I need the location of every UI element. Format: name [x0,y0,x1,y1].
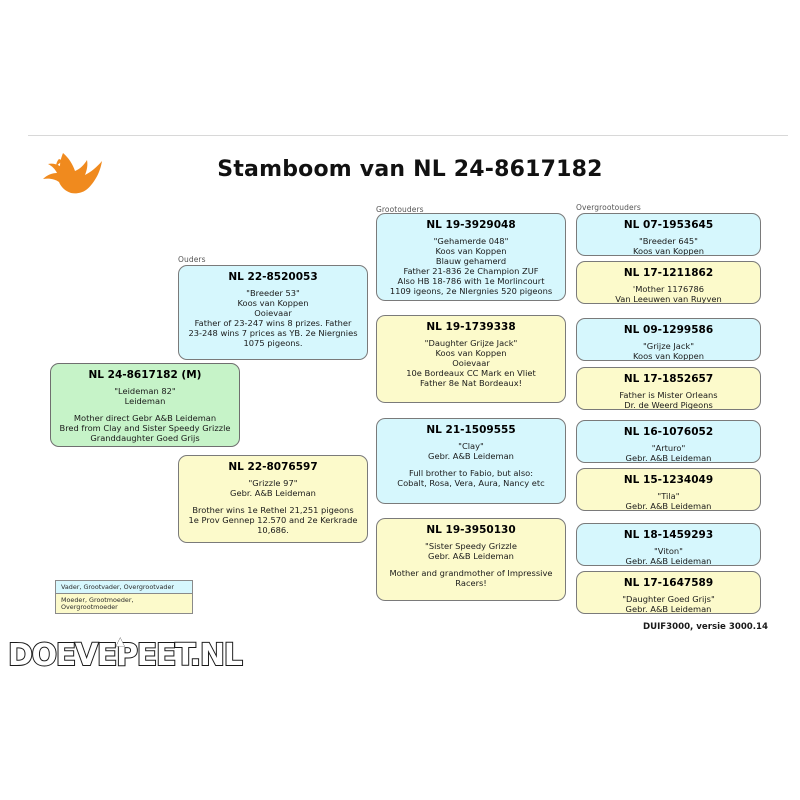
grandparent-2-line-1: Koos van Koppen [435,347,507,358]
grandparent-4-note-0: Mother and grandmother of Impressive [389,568,553,579]
greatgrandparent-7-line-0: "Viton" [653,545,684,556]
grandparent-4-note-1: Racers! [455,578,487,589]
pedigree-box-subject[interactable]: NL 24-8617182 (M) "Leideman 82" Leideman… [50,363,240,447]
mother-line-1: Gebr. A&B Leideman [230,487,316,498]
grandparent-1-line-2: Blauw gehamerd [435,256,507,267]
grandparent-3-id: NL 21-1509555 [426,424,516,436]
pedigree-box-grandparent-1[interactable]: NL 19-3929048 "Gehamerde 048" Koos van K… [376,213,566,301]
grandparent-1-id: NL 19-3929048 [426,219,516,231]
grandparent-3-line-0: "Clay" [458,440,484,451]
mother-note-2: 10,686. [257,525,289,536]
grandparent-2-line-0: "Daughter Grijze Jack" [424,337,518,348]
pedigree-box-father[interactable]: NL 22-8520053 "Breeder 53" Koos van Kopp… [178,265,368,360]
greatgrandparent-2-line-1: Van Leeuwen van Ruyven [615,293,722,304]
grandparent-2-id: NL 19-1739338 [426,321,516,333]
pedigree-box-greatgrandparent-3[interactable]: NL 09-1299586 "Grijze Jack" Koos van Kop… [576,318,761,361]
mother-line-0: "Grizzle 97" [248,477,298,488]
pedigree-box-greatgrandparent-6[interactable]: NL 15-1234049 "Tila" Gebr. A&B Leideman [576,468,761,511]
legend-male-label: Vader, Grootvader, Overgrootvader [56,581,192,595]
greatgrandparent-1-id: NL 07-1953645 [623,219,714,231]
legend: Vader, Grootvader, Overgrootvader Moeder… [55,580,193,615]
pedigree-box-greatgrandparent-4[interactable]: NL 17-1852657 Father is Mister Orleans D… [576,367,761,410]
pedigree-box-greatgrandparent-8[interactable]: NL 17-1647589 "Daughter Goed Grijs" Gebr… [576,571,761,614]
mother-note-1: 1e Prov Gennep 12.570 and 2e Kerkrade [188,515,358,526]
flying-pigeon-icon [30,145,108,201]
top-divider [28,135,788,136]
grandparent-1-note-0: Father 21-836 2e Champion ZUF [403,266,539,277]
grandparent-2-note-0: 10e Bordeaux CC Mark en Vliet [406,368,536,379]
greatgrandparent-7-id: NL 18-1459293 [623,529,714,541]
pedigree-box-grandparent-2[interactable]: NL 19-1739338 "Daughter Grijze Jack" Koo… [376,315,566,403]
pedigree-sheet: Stamboom van NL 24-8617182 Ouders Grooto… [0,135,800,645]
mother-id: NL 22-8076597 [228,461,318,473]
greatgrandparent-1-line-1: Koos van Koppen [632,245,705,256]
mother-note-0: Brother wins 1e Rethel 21,251 pigeons [192,505,354,516]
grandparent-2-note-1: Father 8e Nat Bordeaux! [420,378,522,389]
father-note-2: 1075 pigeons. [243,338,303,349]
subject-line-1: Leideman [124,395,166,406]
greatgrandparent-6-id: NL 15-1234049 [623,474,714,486]
pedigree-box-greatgrandparent-1[interactable]: NL 07-1953645 "Breeder 645" Koos van Kop… [576,213,761,256]
greatgrandparent-7-line-1: Gebr. A&B Leideman [625,555,712,566]
grandparent-4-line-1: Gebr. A&B Leideman [428,550,514,561]
father-line-2: Ooievaar [254,308,292,319]
greatgrandparent-1-line-0: "Breeder 645" [638,235,699,246]
grandparent-2-line-2: Ooievaar [452,358,490,369]
pedigree-box-greatgrandparent-7[interactable]: NL 18-1459293 "Viton" Gebr. A&B Leideman [576,523,761,566]
caption-overgrootouders: Overgrootouders [576,203,641,212]
father-note-0: Father of 23-247 wins 8 prizes. Father [194,318,352,329]
greatgrandparent-2-id: NL 17-1211862 [623,267,714,279]
greatgrandparent-8-line-1: Gebr. A&B Leideman [625,603,712,614]
greatgrandparent-3-line-1: Koos van Koppen [632,350,705,361]
subject-line-0: "Leideman 82" [114,385,176,396]
watermark-bird-icon: ▲ [116,635,125,649]
pedigree-box-grandparent-4[interactable]: NL 19-3950130 "Sister Speedy Grizzle Geb… [376,518,566,601]
greatgrandparent-6-line-0: "Tila" [657,490,680,501]
grandparent-1-line-0: "Gehamerde 048" [433,235,509,246]
father-line-1: Koos van Koppen [237,297,309,308]
grandparent-4-id: NL 19-3950130 [426,524,516,536]
pedigree-box-grandparent-3[interactable]: NL 21-1509555 "Clay" Gebr. A&B Leideman … [376,418,566,504]
grandparent-3-line-1: Gebr. A&B Leideman [428,450,514,461]
grandparent-1-note-1: Also HB 18-786 with 1e Morlincourt [397,276,545,287]
subject-note-1: Bred from Clay and Sister Speedy Grizzle [59,423,231,434]
greatgrandparent-5-id: NL 16-1076052 [623,426,714,438]
greatgrandparent-5-line-0: "Arturo" [651,442,686,453]
greatgrandparent-4-line-0: Father is Mister Orleans [619,389,718,400]
pedigree-box-mother[interactable]: NL 22-8076597 "Grizzle 97" Gebr. A&B Lei… [178,455,368,543]
caption-ouders: Ouders [178,255,206,264]
greatgrandparent-6-line-1: Gebr. A&B Leideman [625,500,712,511]
greatgrandparent-8-id: NL 17-1647589 [623,577,714,589]
greatgrandparent-8-line-0: "Daughter Goed Grijs" [622,593,715,604]
subject-note-2: Granddaughter Goed Grijs [90,433,200,444]
greatgrandparent-4-id: NL 17-1852657 [623,373,714,385]
greatgrandparent-3-line-0: "Grijze Jack" [642,340,695,351]
pedigree-box-greatgrandparent-5[interactable]: NL 16-1076052 "Arturo" Gebr. A&B Leidema… [576,420,761,463]
greatgrandparent-4-line-1: Dr. de Weerd Pigeons [624,399,713,410]
page-title: Stamboom van NL 24-8617182 [217,157,603,182]
greatgrandparent-3-id: NL 09-1299586 [623,324,714,336]
father-id: NL 22-8520053 [228,271,318,283]
grandparent-1-line-1: Koos van Koppen [435,245,507,256]
pedigree-box-greatgrandparent-2[interactable]: NL 17-1211862 'Mother 1176786 Van Leeuwe… [576,261,761,304]
grandparent-3-note-1: Cobalt, Rosa, Vera, Aura, Nancy etc [397,478,545,489]
father-line-0: "Breeder 53" [246,287,300,298]
greatgrandparent-2-line-0: 'Mother 1176786 [632,283,705,294]
watermark: DOEVEPEET.NL ▲ [7,635,244,674]
subject-note-0: Mother direct Gebr A&B Leideman [73,413,217,424]
grandparent-4-line-0: "Sister Speedy Grizzle [425,540,517,551]
grandparent-1-note-2: 1109 igeons, 2e NIergnies 520 pigeons [389,286,553,297]
legend-female-label: Moeder, Grootmoeder, Overgrootmoeder [56,594,192,614]
father-note-1: 23-248 wins 7 prices as YB. 2e Niergnies [188,328,358,339]
caption-grootouders: Grootouders [376,205,424,214]
subject-id: NL 24-8617182 (M) [88,369,202,381]
watermark-text: DOEVEPEET.NL [7,637,244,674]
greatgrandparent-5-line-1: Gebr. A&B Leideman [625,452,712,463]
footer-version: DUIF3000, versie 3000.14 [642,622,768,632]
grandparent-3-note-0: Full brother to Fabio, but also: [408,468,534,479]
